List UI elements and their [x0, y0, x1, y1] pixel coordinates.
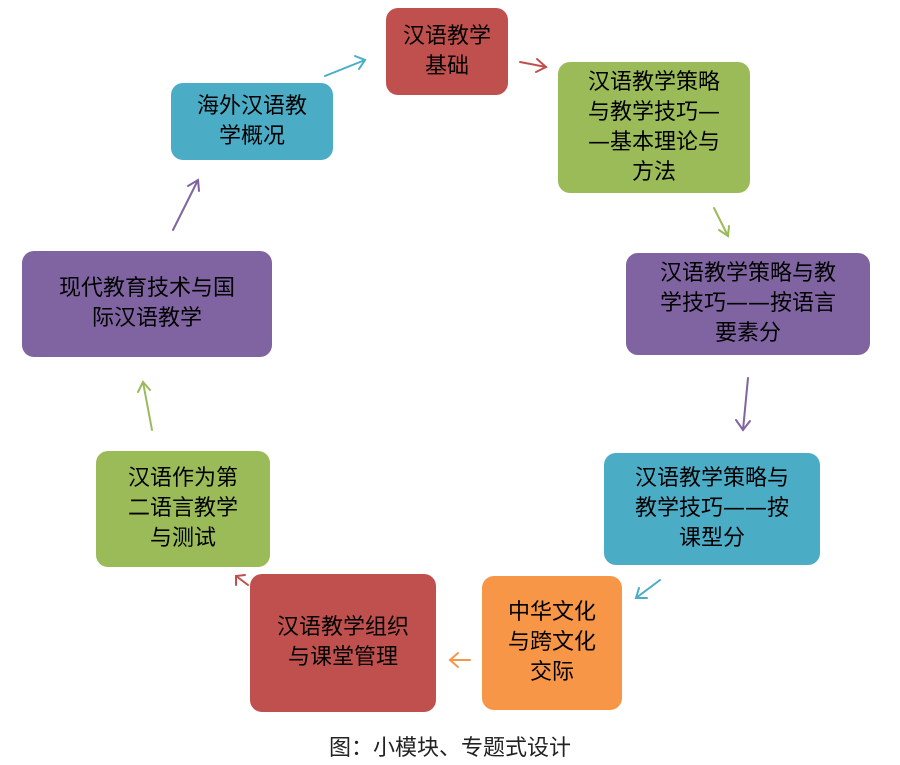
- box-text: 现代教育技术与国: [58, 276, 235, 301]
- box-text: 汉语教学组织: [276, 615, 409, 640]
- box-classroom-management: 汉语教学组织 与课堂管理: [250, 574, 436, 712]
- arrow-icon: [735, 377, 751, 432]
- arrow-icon: [235, 574, 249, 586]
- box-text: 交际: [529, 660, 574, 685]
- box-text: —基本理论与: [587, 129, 720, 155]
- arrow-icon: [137, 380, 153, 431]
- arrow-icon: [713, 207, 730, 238]
- box-text: 学概况: [218, 123, 285, 149]
- box-text: 中华文化: [507, 600, 596, 625]
- box-text: 与课堂管理: [287, 645, 398, 670]
- box-text: 汉语教学策略与: [634, 466, 789, 491]
- box-chinese-teaching-basics: 汉语教学 基础: [386, 8, 508, 95]
- box-text: 方法: [631, 159, 676, 185]
- box-text: 二语言教学: [127, 496, 238, 521]
- arrow-icon: [448, 652, 471, 668]
- box-text: 际汉语教学: [91, 306, 202, 331]
- arrow-icon: [519, 58, 548, 73]
- figure-caption: 图：小模块、专题式设计: [328, 736, 571, 761]
- box-strategy-course-type: 汉语教学策略与 教学技巧——按 课型分: [604, 453, 820, 565]
- box-text: 与教学技巧—: [587, 99, 720, 125]
- arrow-icon: [172, 178, 200, 231]
- box-text: 海外汉语教: [196, 93, 307, 119]
- box-text: 汉语作为第: [127, 466, 238, 491]
- box-text: 要素分: [714, 321, 781, 346]
- box-text: 教学技巧——按: [634, 496, 789, 521]
- arrow-icon: [634, 579, 661, 599]
- box-text: 与跨文化: [507, 630, 596, 655]
- box-second-language-testing: 汉语作为第 二语言教学 与测试: [96, 451, 270, 567]
- arrow-icon: [324, 55, 367, 77]
- box-text: 汉语教学策略与教: [659, 261, 836, 286]
- box-text: 与测试: [149, 526, 216, 551]
- box-text: 学技巧——按语言: [659, 291, 836, 316]
- box-text: 基础: [424, 53, 469, 79]
- box-overseas-teaching: 海外汉语教 学概况: [171, 83, 333, 160]
- box-strategy-language-elements: 汉语教学策略与教 学技巧——按语言 要素分: [626, 253, 870, 355]
- box-text: 课型分: [678, 526, 745, 551]
- box-text: 汉语教学策略: [587, 69, 720, 95]
- box-education-technology: 现代教育技术与国 际汉语教学: [22, 251, 272, 357]
- box-strategy-theory-methods: 汉语教学策略 与教学技巧— —基本理论与 方法: [558, 62, 750, 193]
- box-text: 汉语教学: [402, 23, 491, 49]
- box-chinese-culture: 中华文化 与跨文化 交际: [482, 576, 622, 710]
